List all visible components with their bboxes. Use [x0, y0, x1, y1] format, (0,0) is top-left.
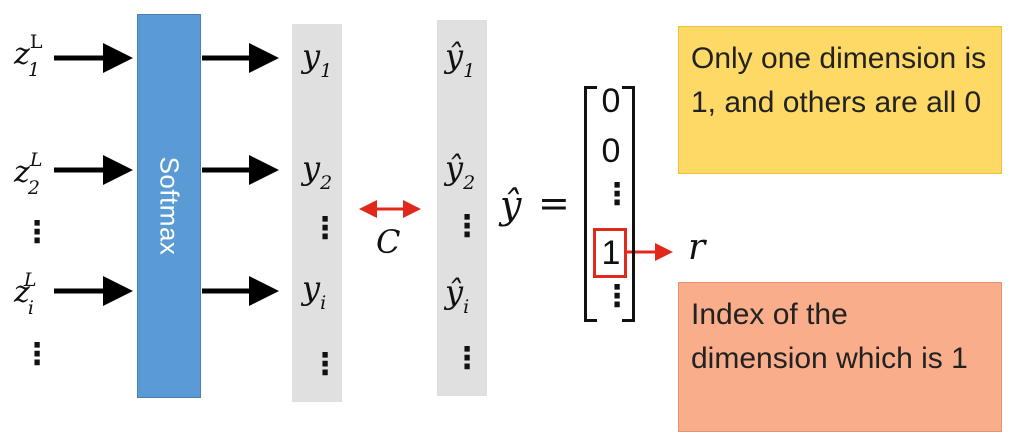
output-yi: yi	[302, 269, 326, 313]
vector-right-bracket	[622, 86, 635, 322]
input-z2-label: z2 L	[14, 151, 55, 198]
input-vdots-2: ⋮	[22, 337, 52, 372]
target-yhati: ŷi	[445, 273, 469, 317]
yhat2-base: ŷ	[445, 149, 464, 187]
vector-entry-1: 0	[601, 132, 621, 170]
input-vdots-1: ⋮	[22, 215, 52, 250]
target-vdots-1: ⋮	[452, 209, 482, 244]
zi-base: z	[14, 275, 30, 310]
yhat1-base: ŷ	[445, 37, 464, 75]
vector-entry-2: ⋮	[602, 177, 632, 212]
z1-subscript: 1	[27, 59, 40, 81]
target-vdots-2: ⋮	[452, 341, 482, 376]
y1-subscript: 1	[320, 60, 333, 82]
equation-equals: =	[538, 181, 570, 225]
z1-superscript: L	[29, 31, 43, 53]
vector-highlight-box	[593, 228, 627, 278]
softmax-label: Softmax	[154, 156, 185, 256]
index-label: r	[688, 227, 706, 268]
softmax-layer: Softmax	[137, 14, 201, 398]
yhat1-subscript: 1	[463, 60, 476, 82]
y2-subscript: 2	[320, 172, 333, 194]
zi-subscript: i	[27, 297, 34, 319]
z2-subscript: 2	[27, 177, 40, 199]
target-yhat2: ŷ2	[445, 149, 475, 193]
cross-entropy-label: C	[376, 223, 401, 261]
output-vdots-1: ⋮	[310, 211, 340, 246]
yhati-subscript: i	[463, 296, 470, 318]
output-vdots-2: ⋮	[310, 347, 340, 382]
yi-base: y	[302, 269, 321, 307]
vector-left-bracket	[584, 86, 597, 322]
equation-lhs: ŷ	[500, 183, 522, 227]
z2-superscript: L	[29, 149, 43, 171]
y2-base: y	[302, 149, 321, 187]
y1-base: y	[302, 37, 321, 75]
yhat2-subscript: 2	[463, 172, 476, 194]
output-y1: y1	[302, 37, 332, 81]
input-z1-label: z1 L	[14, 33, 55, 80]
z2-base: z	[14, 155, 30, 190]
target-yhat1: ŷ1	[445, 37, 475, 81]
input-zi-label: ziL	[14, 271, 49, 318]
vector-entry-4: ⋮	[602, 279, 632, 314]
one-hot-callout: Only one dimension is 1, and others are …	[678, 26, 1002, 174]
index-callout: Index of the dimension which is 1	[678, 282, 1002, 432]
output-y2: y2	[302, 149, 332, 193]
vector-entry-0: 0	[601, 82, 621, 120]
yhati-base: ŷ	[445, 273, 464, 311]
vector-entry-3: 1	[601, 234, 621, 272]
zi-superscript: L	[23, 269, 37, 291]
yi-subscript: i	[320, 292, 327, 314]
target-column	[437, 20, 487, 396]
output-column	[292, 24, 342, 402]
z1-base: z	[14, 37, 30, 72]
